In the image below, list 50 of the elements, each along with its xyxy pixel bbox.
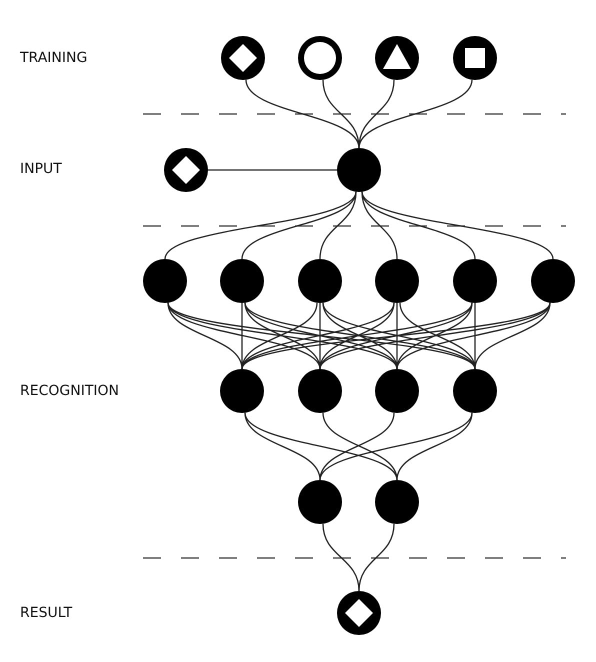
neuron-circle: [337, 148, 381, 192]
connector-line: [396, 302, 551, 370]
neuron-circle: [375, 369, 419, 413]
section-label: RECOGNITION: [20, 382, 119, 400]
section-label: TRAINING: [20, 49, 88, 67]
connector-line: [322, 524, 360, 592]
connector-line: [474, 302, 551, 370]
neuron-circle: [143, 259, 187, 303]
inner-circle-symbol: [304, 42, 336, 74]
neuron-circle: [375, 36, 419, 80]
connector-line: [244, 412, 398, 480]
neuron-circle: [298, 369, 342, 413]
neuron-circle: [164, 148, 208, 192]
connector-line: [319, 412, 473, 480]
connector-line: [167, 302, 321, 370]
connector-line: [319, 192, 357, 260]
neuron-circle: [298, 36, 342, 80]
connector-line: [164, 192, 357, 260]
connector-line: [358, 80, 473, 148]
diamond-symbol: [345, 599, 373, 627]
neuron-circle: [220, 259, 264, 303]
connector-line: [322, 80, 360, 148]
neuron-circle: [337, 591, 381, 635]
connector-line: [358, 524, 395, 592]
neuron-circle: [453, 259, 497, 303]
section-label: RESULT: [20, 604, 72, 622]
connector-line: [241, 192, 357, 260]
neuron-circle: [375, 259, 419, 303]
diamond-symbol: [229, 44, 257, 72]
section-label: INPUT: [20, 160, 62, 178]
triangle-symbol: [383, 44, 411, 69]
neuron-circle: [375, 480, 419, 524]
connector-line: [167, 302, 243, 370]
neuron-circle: [531, 259, 575, 303]
neuron-circle: [453, 36, 497, 80]
square-symbol: [465, 48, 485, 68]
neuron-circle: [298, 480, 342, 524]
neuron-circle: [453, 369, 497, 413]
neuron-circle: [221, 36, 265, 80]
connector-line: [245, 80, 360, 148]
diamond-symbol: [172, 156, 200, 184]
connector-line: [361, 192, 476, 260]
connector-line: [208, 169, 337, 171]
neuron-circle: [298, 259, 342, 303]
neuron-circle: [220, 369, 264, 413]
connector-line: [244, 412, 321, 480]
connector-line: [168, 302, 476, 370]
connector-line: [361, 192, 554, 260]
connector-line: [396, 412, 473, 480]
connector-line: [242, 302, 550, 370]
